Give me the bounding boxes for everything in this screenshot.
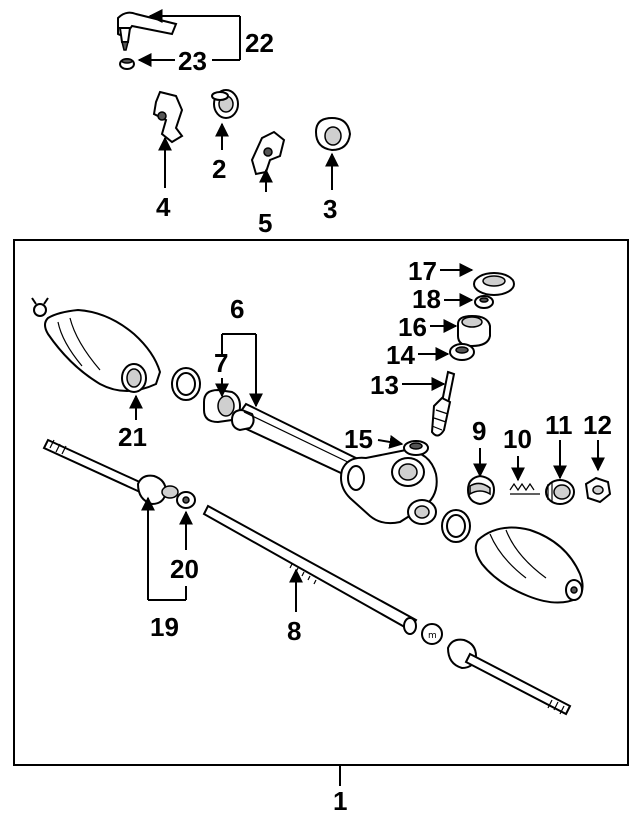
callout-14: 14 xyxy=(386,340,415,370)
callout-8: 8 xyxy=(287,616,301,646)
callout-5: 5 xyxy=(258,208,272,238)
tie-rod-end-part xyxy=(117,11,178,51)
callout-19: 19 xyxy=(150,612,179,642)
callout-20: 20 xyxy=(170,554,199,584)
rack-housing-part xyxy=(230,402,438,525)
guide-spring-part xyxy=(509,482,540,495)
callout-22: 22 xyxy=(245,28,274,58)
rack-guide-part xyxy=(466,474,496,506)
callout-2: 2 xyxy=(212,154,226,184)
inner-tie-rod-part: m xyxy=(421,623,572,716)
callout-21: 21 xyxy=(118,422,147,452)
castle-nut-part xyxy=(119,58,135,70)
mounting-bracket-part xyxy=(152,90,184,144)
bearing-part xyxy=(457,314,491,348)
svg-text:m: m xyxy=(428,631,437,641)
leader-lines xyxy=(129,9,605,786)
callout-10: 10 xyxy=(503,424,532,454)
snap-ring-part xyxy=(474,295,494,309)
callout-16: 16 xyxy=(398,312,427,342)
clip-part xyxy=(31,297,49,317)
callout-1: 1 xyxy=(333,786,347,816)
pinion-shaft-part xyxy=(430,370,456,437)
assembly-frame xyxy=(13,239,629,766)
grommet-part xyxy=(211,89,239,119)
inner-tie-rod-part xyxy=(42,438,179,506)
callout-15: 15 xyxy=(344,424,373,454)
lock-nut-part xyxy=(584,476,612,504)
boot-clamp-part xyxy=(441,509,471,543)
seal-part xyxy=(449,343,475,361)
callout-12: 12 xyxy=(583,410,612,440)
oil-seal-part xyxy=(473,272,515,296)
callout-13: 13 xyxy=(370,370,399,400)
callout-17: 17 xyxy=(408,256,437,286)
rack-bar-part xyxy=(202,504,418,635)
callout-7: 7 xyxy=(214,348,228,378)
callout-9: 9 xyxy=(472,416,486,446)
callout-3: 3 xyxy=(323,194,337,224)
bellows-boot-part xyxy=(44,308,162,393)
callout-4: 4 xyxy=(156,192,171,222)
bearing-ring-part xyxy=(403,440,429,456)
boot-clamp-part xyxy=(171,367,201,401)
grommet-part xyxy=(314,116,352,152)
callout-6: 6 xyxy=(230,294,244,324)
bellows-boot-part xyxy=(474,526,584,604)
callout-11: 11 xyxy=(545,410,573,440)
callout-23: 23 xyxy=(178,46,207,76)
adjusting-screw-part xyxy=(545,479,575,505)
callout-18: 18 xyxy=(412,284,441,314)
tab-washer-part xyxy=(176,491,196,509)
mounting-bracket-part xyxy=(250,130,286,176)
